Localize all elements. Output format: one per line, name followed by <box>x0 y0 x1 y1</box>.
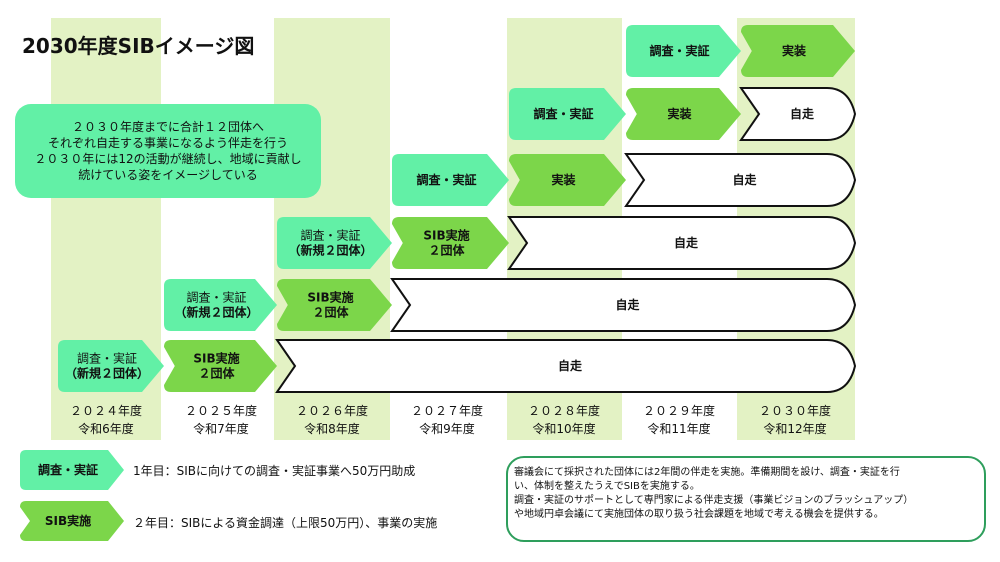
auto-arrow <box>507 216 857 270</box>
goal-line: それぞれ自走する事業になるよう伴走を行う <box>47 136 288 150</box>
year-label: ２０２５年度 令和7年度 <box>166 402 276 438</box>
research-arrow <box>626 25 741 77</box>
legend-sib-tag: SIB実施 <box>45 513 91 528</box>
research-arrow-label: 調査・実証 <box>186 290 246 305</box>
sib-arrow <box>277 279 392 331</box>
goal-line: ２０３０年には12の活動が継続し、地域に貢献し <box>34 152 302 166</box>
research-arrow-label: 調査・実証 <box>649 43 709 58</box>
research-arrow-label: 調査・実証 <box>416 172 476 187</box>
sib-arrow <box>509 154 626 206</box>
auto-arrow <box>275 339 857 393</box>
research-arrow <box>509 88 626 140</box>
legend-sib-desc: ２年目：SIBによる資金調達（上限50万円）、事業の実施 <box>133 516 438 530</box>
research-arrow-label: （新規２団体） <box>65 366 149 381</box>
goal-bubble: ２０３０年度までに合計１２団体へ それぞれ自走する事業になるよう伴走を行う ２０… <box>15 104 321 198</box>
auto-arrow-label: 自走 <box>674 235 698 250</box>
goal-line: 続けている姿をイメージしている <box>78 168 258 182</box>
auto-arrow-label: 自走 <box>558 358 582 373</box>
year-fiscal: ２０３０年度 <box>758 404 831 418</box>
auto-arrow <box>390 278 857 332</box>
year-reiwa: 令和7年度 <box>193 422 249 436</box>
year-label: ２０２８年度 令和10年度 <box>509 402 619 438</box>
sib-arrow-label: ２団体 <box>428 243 465 258</box>
year-reiwa: 令和9年度 <box>419 422 475 436</box>
research-arrow-label: 調査・実証 <box>300 228 360 243</box>
legend-research-desc: 1年目：SIBに向けての調査・実証事業へ50万円助成 <box>133 464 416 478</box>
auto-arrow-label: 自走 <box>732 172 756 187</box>
year-label: ２０２６年度 令和8年度 <box>277 402 387 438</box>
research-arrow <box>392 154 509 206</box>
sib-arrow-label: SIB実施 <box>307 290 353 305</box>
year-label: ２０３０年度 令和12年度 <box>740 402 850 438</box>
research-arrow-label: （新規２団体） <box>288 243 372 258</box>
year-fiscal: ２０２８年度 <box>527 404 600 418</box>
note-line: い、体制を整えたうえでSIBを実施する。 <box>514 481 700 492</box>
legend-sib-arrow <box>20 501 124 541</box>
sib-arrow-label: ２団体 <box>198 366 235 381</box>
sib-arrow-label: SIB実施 <box>423 228 469 243</box>
year-fiscal: ２０２５年度 <box>184 404 257 418</box>
sib-arrow-label: ２団体 <box>312 305 349 320</box>
year-fiscal: ２０２６年度 <box>295 404 368 418</box>
year-reiwa: 令和6年度 <box>78 422 134 436</box>
research-arrow-label: （新規２団体） <box>174 305 258 320</box>
sib-arrow <box>741 25 855 77</box>
year-label: ２０２９年度 令和11年度 <box>624 402 734 438</box>
note-line: 審議会にて採択された団体には2年間の伴走を実施。準備期間を設け、調査・実証を行 <box>514 467 900 478</box>
year-fiscal: ２０２９年度 <box>642 404 715 418</box>
sib-arrow-label: SIB実施 <box>193 351 239 366</box>
sib-arrow <box>392 217 509 269</box>
year-reiwa: 令和11年度 <box>647 422 711 436</box>
research-arrow-label: 調査・実証 <box>533 106 593 121</box>
sib-arrow-label: 実装 <box>667 106 691 121</box>
note-line: や地域円卓会議にて実施団体の取り扱う社会課題を地域で考える機会を提供する。 <box>514 509 884 520</box>
auto-arrow <box>739 87 857 141</box>
note-line: 調査・実証のサポートとして専門家による伴走支援（事業ビジョンのブラッシュアップ） <box>514 495 914 506</box>
year-fiscal: ２０２７年度 <box>410 404 483 418</box>
auto-arrow <box>624 153 857 207</box>
research-arrow <box>277 217 392 269</box>
auto-arrow-label: 自走 <box>615 297 639 312</box>
goal-line: ２０３０年度までに合計１２団体へ <box>71 120 264 134</box>
research-arrow-label: 調査・実証 <box>77 351 137 366</box>
year-reiwa: 令和8年度 <box>304 422 360 436</box>
year-fiscal: ２０２４年度 <box>69 404 142 418</box>
sib-arrow-label: 実装 <box>782 43 806 58</box>
sib-arrow <box>164 340 277 392</box>
legend-research-tag: 調査・実証 <box>38 462 98 477</box>
research-arrow <box>164 279 277 331</box>
legend-research-arrow <box>20 450 124 490</box>
year-reiwa: 令和10年度 <box>532 422 596 436</box>
page-title: 2030年度SIBイメージ図 <box>22 34 255 58</box>
sib-arrow <box>626 88 741 140</box>
research-arrow <box>58 340 164 392</box>
sib-arrow-label: 実装 <box>551 172 575 187</box>
year-label: ２０２４年度 令和6年度 <box>51 402 161 438</box>
year-reiwa: 令和12年度 <box>763 422 827 436</box>
note-box: 審議会にて採択された団体には2年間の伴走を実施。準備期間を設け、調査・実証を行 … <box>506 456 986 542</box>
year-label: ２０２７年度 令和9年度 <box>392 402 502 438</box>
auto-arrow-label: 自走 <box>790 106 814 121</box>
